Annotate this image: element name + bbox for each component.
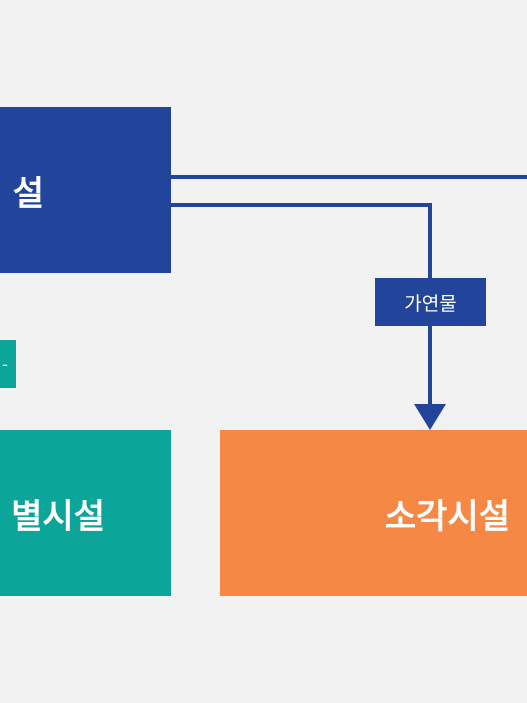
- node-right-label: 소각시설: [384, 496, 510, 537]
- node-incineration-facility: 소각시설: [220, 430, 527, 596]
- connector-line-to-incineration: [171, 203, 432, 406]
- node-left-label: 별시설: [11, 496, 105, 537]
- node-sorting-facility: 별시설: [0, 430, 171, 596]
- edge-label-left-partial-text: -: [2, 354, 8, 374]
- edge-label-left-partial: -: [0, 340, 16, 388]
- node-top-label: 설: [12, 173, 44, 214]
- edge-label-combustible: 가연물: [375, 278, 486, 326]
- arrowhead-down-icon: [414, 404, 446, 430]
- node-top-facility: 설: [0, 107, 171, 273]
- edge-label-combustible-text: 가연물: [404, 292, 457, 315]
